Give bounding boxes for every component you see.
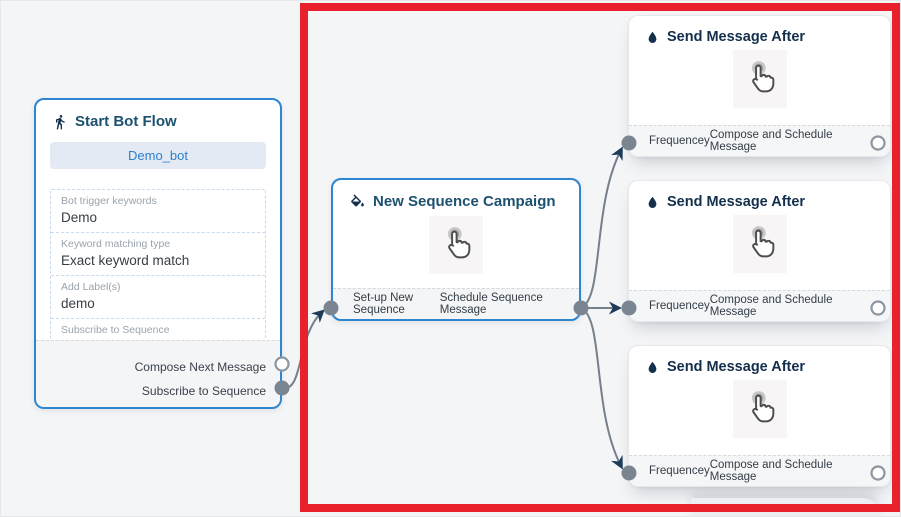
port-frequency-2[interactable] <box>621 300 637 316</box>
node-title: New Sequence Campaign <box>373 193 556 210</box>
port-schedule-sequence-message[interactable] <box>573 300 589 316</box>
connector-sequence-to-send-3 <box>580 307 623 470</box>
node-title: Send Message After <box>667 359 806 375</box>
input-frequency-label: Frequencey <box>649 465 710 477</box>
node-configure-button[interactable] <box>732 215 787 273</box>
port-frequency-3[interactable] <box>621 465 637 481</box>
water-drop-icon <box>645 195 660 210</box>
field-add-labels: Add Label(s) demo <box>51 276 265 319</box>
hand-pointer-icon <box>742 57 778 102</box>
node-ports-footer: Frequencey Compose and Schedule Message <box>629 455 890 486</box>
hand-pointer-icon <box>438 223 474 268</box>
node-configure-button[interactable] <box>732 50 787 108</box>
node-send-message-after-2[interactable]: Send Message After Frequencey Compose an… <box>628 180 891 322</box>
node-configure-button[interactable] <box>429 216 483 274</box>
output-compose-schedule-label: Compose and Schedule Message <box>709 294 833 318</box>
output-compose-schedule-label: Compose and Schedule Message <box>709 129 833 153</box>
water-drop-icon <box>645 30 660 45</box>
partial-node-edge <box>691 498 879 516</box>
node-title: Send Message After <box>667 29 806 45</box>
input-set-up-new-sequence-label: Set-up New Sequence <box>353 292 414 316</box>
output-compose-next-message-label: Compose Next Message <box>134 360 266 374</box>
connector-start-to-sequence <box>281 309 325 390</box>
node-fields: Bot trigger keywords Demo Keyword matchi… <box>50 189 266 362</box>
port-set-up-new-sequence[interactable] <box>323 300 339 316</box>
node-title: Send Message After <box>667 194 806 210</box>
output-schedule-sequence-message-label: Schedule Sequence Message <box>439 292 543 316</box>
port-compose-schedule-2[interactable] <box>870 300 886 316</box>
node-ports-footer: Frequencey Compose and Schedule Message <box>629 290 890 321</box>
hand-pointer-icon <box>742 387 778 432</box>
node-title-bar: Send Message After <box>629 346 890 381</box>
walking-person-icon <box>52 114 68 130</box>
node-start-bot-flow[interactable]: Start Bot Flow Demo_bot Bot trigger keyw… <box>34 98 282 409</box>
field-bot-trigger-keywords: Bot trigger keywords Demo <box>51 190 265 233</box>
field-keyword-matching-type: Keyword matching type Exact keyword matc… <box>51 233 265 276</box>
node-send-message-after-3[interactable]: Send Message After Frequencey Compose an… <box>628 345 891 487</box>
node-ports-footer: Frequencey Compose and Schedule Message <box>629 125 890 156</box>
node-ports-footer: Set-up New Sequence Schedule Sequence Me… <box>333 288 579 319</box>
node-send-message-after-1[interactable]: Send Message After Frequencey Compose an… <box>628 15 891 157</box>
port-frequency-1[interactable] <box>621 135 637 151</box>
node-title-bar: Send Message After <box>629 181 890 216</box>
node-new-sequence-campaign[interactable]: New Sequence Campaign Set-up New Sequenc… <box>331 178 581 321</box>
port-subscribe-to-sequence[interactable] <box>274 380 290 396</box>
water-drop-icon <box>645 360 660 375</box>
output-subscribe-to-sequence-label: Subscribe to Sequence <box>141 384 266 398</box>
input-frequency-label: Frequencey <box>649 135 710 147</box>
node-title-bar: New Sequence Campaign <box>333 180 579 216</box>
node-title-bar: Send Message After <box>629 16 890 51</box>
hand-pointer-icon <box>742 222 778 267</box>
port-compose-next-message[interactable] <box>274 356 290 372</box>
node-title-bar: Start Bot Flow <box>36 100 280 136</box>
node-configure-button[interactable] <box>732 380 787 438</box>
input-frequency-label: Frequencey <box>649 300 710 312</box>
connector-sequence-to-send-1 <box>580 146 623 309</box>
output-compose-schedule-label: Compose and Schedule Message <box>709 459 833 483</box>
bot-name-button[interactable]: Demo_bot <box>50 142 266 169</box>
port-compose-schedule-3[interactable] <box>870 465 886 481</box>
node-title: Start Bot Flow <box>75 113 177 130</box>
port-compose-schedule-1[interactable] <box>870 135 886 151</box>
node-output-footer: Compose Next Message Subscribe to Sequen… <box>36 340 280 407</box>
paint-fill-drop-icon <box>349 194 366 209</box>
